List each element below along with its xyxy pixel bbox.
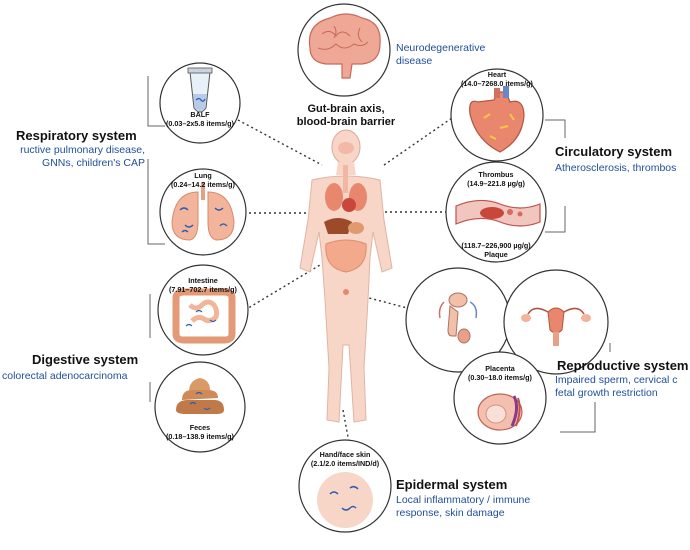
reproductive-system-title: Reproductive system <box>557 358 689 373</box>
respiratory-disease: ructive pulmonary disease, GNNs, childre… <box>20 144 145 170</box>
placenta-label-group: Placenta (0.30–18.0 items/g) <box>460 364 540 382</box>
intestine-label-group: Intestine (7.91–702.7 items/g) <box>163 276 243 294</box>
lung-value: (0.24–14.2 items/g) <box>171 180 235 189</box>
thrombus-label-group: Thrombus (14.9–221.8 µg/g) <box>456 170 536 188</box>
balf-value: (0.03–2x5.8 items/g) <box>166 119 234 128</box>
skin-label-group: Hand/face skin (2.1/2.0 items/IND/d) <box>303 450 387 468</box>
vessel-icon <box>455 199 541 227</box>
center-caption: Gut-brain axis, blood-brain barrier <box>282 103 410 129</box>
heart-value: (14.0–7268.0 items/g) <box>461 79 533 88</box>
placenta-value: (0.30–18.0 items/g) <box>468 373 532 382</box>
heart-icon <box>469 86 525 153</box>
brain-disease-line1: Neurodegenerative <box>396 42 486 54</box>
feces-label-group: Feces (0.18–138.9 items/g) <box>160 423 240 441</box>
feces-label: Feces <box>189 423 211 432</box>
balf-label: BALF <box>190 110 210 119</box>
respiratory-system-title: Respiratory system <box>16 128 137 143</box>
center-caption-line2: blood-brain barrier <box>296 116 396 128</box>
intestine-label: Intestine <box>188 276 218 285</box>
brain-icon <box>308 13 381 79</box>
circulatory-disease: Atherosclerosis, thrombos <box>555 162 677 174</box>
intestine-value: (7.91–702.7 items/g) <box>169 285 237 294</box>
digestive-disease: colorectal adenocarcinoma <box>2 370 128 382</box>
circulatory-system-title: Circulatory system <box>555 144 673 159</box>
epidermal-disease-line1: Local inflammatory / immune <box>396 494 531 506</box>
respiratory-disease-line1: ructive pulmonary disease, <box>20 144 145 156</box>
epidermal-disease-line2: response, skin damage <box>396 507 505 519</box>
respiratory-disease-line2: GNNs, children's CAP <box>42 157 145 169</box>
plaque-label-group: (118.7–226,900 µg/g) Plaque <box>452 241 540 259</box>
plaque-label: Plaque <box>484 250 508 259</box>
bracket-lines <box>147 76 611 433</box>
intestine-circle <box>157 264 249 356</box>
skin-value: (2.1/2.0 items/IND/d) <box>310 459 380 468</box>
epidermal-system-title: Epidermal system <box>396 477 508 492</box>
lung-label-group: Lung (0.24–14.2 items/g) <box>163 171 243 189</box>
human-body <box>299 129 393 423</box>
brain-disease: Neurodegenerative disease <box>396 42 485 68</box>
epidermal-disease: Local inflammatory / immune response, sk… <box>396 494 530 520</box>
intestine-icon <box>172 288 236 344</box>
heart-label: Heart <box>487 70 507 79</box>
center-caption-line1: Gut-brain axis, <box>307 103 385 115</box>
brain-disease-line2: disease <box>396 55 433 67</box>
heart-label-group: Heart (14.0–7268.0 items/g) <box>457 70 537 88</box>
thrombus-value: (14.9–221.8 µg/g) <box>467 179 525 188</box>
placenta-label: Placenta <box>485 364 515 373</box>
balf-label-group: BALF (0.03–2x5.8 items/g) <box>160 110 240 128</box>
skin-icon <box>317 472 373 528</box>
female-reproductive-icon <box>521 307 591 346</box>
feces-icon <box>176 378 224 414</box>
reproductive-disease-line1: Impaired sperm, cervical c <box>555 374 678 386</box>
lung-label: Lung <box>194 171 212 180</box>
thrombus-label: Thrombus <box>478 170 514 179</box>
lungs-icon <box>171 182 235 241</box>
digestive-system-title: Digestive system <box>32 352 139 367</box>
tube-icon <box>187 67 213 113</box>
reproductive-disease: Impaired sperm, cervical c fetal growth … <box>555 374 678 400</box>
plaque-value: (118.7–226,900 µg/g) <box>461 241 531 250</box>
placenta-icon <box>477 393 523 431</box>
feces-value: (0.18–138.9 items/g) <box>166 432 234 441</box>
reproductive-disease-line2: fetal growth restriction <box>555 387 658 399</box>
male-reproductive-icon <box>438 292 478 344</box>
skin-label: Hand/face skin <box>319 450 371 459</box>
